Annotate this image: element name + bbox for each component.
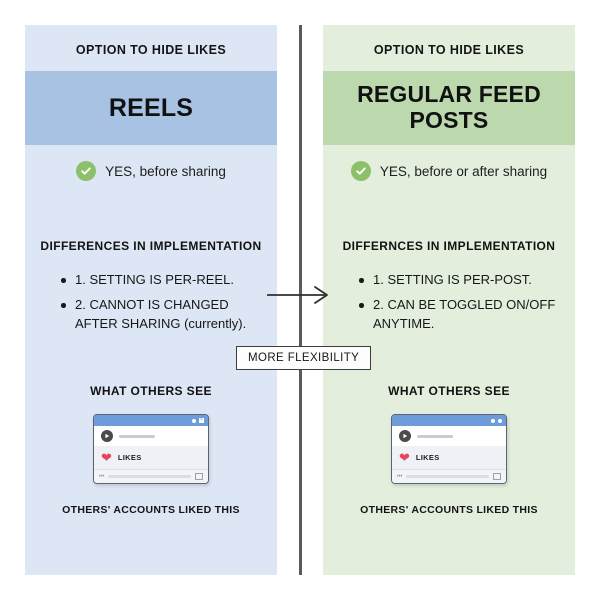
mock-window-wrap: ❤ LIKES ⏮: [323, 414, 575, 485]
likes-label: LIKES: [415, 453, 440, 463]
mock-window-wrap: × ❤ LIKES ⏮: [25, 414, 277, 485]
panel-regular-feed-posts: OPTION TO HIDE LIKES REGULAR FEED POSTS …: [323, 25, 575, 575]
check-circle-icon: [350, 161, 371, 181]
mock-progress-row: ⏮: [392, 469, 506, 484]
differences-list: 1. SETTING IS PER-REEL. 2. CANNOT IS CHA…: [25, 271, 277, 340]
availability-row: YES, before sharing: [76, 161, 226, 181]
panel-eyebrow: OPTION TO HIDE LIKES: [75, 43, 227, 57]
center-divider: [299, 25, 302, 575]
mock-progress-row: ⏮: [94, 469, 208, 484]
what-others-see-heading: WHAT OTHERS SEE: [90, 384, 212, 399]
panel-reels: OPTION TO HIDE LIKES REELS YES, before s…: [25, 25, 277, 575]
media-title-placeholder: [417, 435, 453, 438]
differences-heading: DIFFERENCES IN IMPLEMENTATION: [40, 239, 262, 253]
mock-titlebar: ×: [94, 415, 208, 427]
fullscreen-icon: [493, 473, 501, 481]
mock-window: ❤ LIKES ⏮: [391, 414, 507, 485]
mock-media-row: [392, 426, 506, 447]
more-flexibility-badge: MORE FLEXIBILITY: [236, 346, 372, 370]
list-item: 1. SETTING IS PER-POST.: [359, 271, 557, 289]
availability-row: YES, before or after sharing: [350, 161, 548, 181]
media-title-placeholder: [119, 435, 155, 438]
differences-heading: DIFFERNCES IN IMPLEMENTATION: [342, 239, 556, 253]
likes-label: LIKES: [117, 453, 142, 463]
panel-title: REELS: [108, 94, 194, 122]
panel-title-band: REGULAR FEED POSTS: [323, 71, 575, 145]
availability-label: YES, before sharing: [105, 163, 226, 179]
mock-caption: OTHERS' ACCOUNTS LIKED THIS: [62, 504, 240, 517]
progress-track: [406, 475, 489, 479]
mock-caption: OTHERS' ACCOUNTS LIKED THIS: [360, 504, 538, 517]
list-item: 2. CANNOT IS CHANGED AFTER SHARING (curr…: [61, 296, 259, 333]
list-item: 1. SETTING IS PER-REEL.: [61, 271, 259, 289]
mock-likes-row: ❤ LIKES: [392, 446, 506, 470]
panel-title-band: REELS: [25, 71, 277, 145]
fullscreen-icon: [195, 473, 203, 481]
availability-label: YES, before or after sharing: [379, 163, 548, 179]
progress-track: [108, 475, 191, 479]
skip-icon: ⏮: [99, 473, 105, 480]
panel-eyebrow: OPTION TO HIDE LIKES: [373, 43, 525, 57]
mock-titlebar: [392, 415, 506, 427]
play-icon: [101, 430, 113, 443]
what-others-see-heading: WHAT OTHERS SEE: [388, 384, 510, 399]
minimize-dot-icon: [192, 418, 196, 423]
maximize-dot-icon: [498, 418, 502, 423]
panel-title: REGULAR FEED POSTS: [357, 81, 541, 133]
heart-icon: ❤: [101, 450, 112, 466]
play-icon: [399, 430, 411, 443]
list-item: 2. CAN BE TOGGLED ON/OFF ANYTIME.: [359, 296, 557, 333]
arrow-right-icon: [265, 283, 335, 307]
close-icon: ×: [199, 417, 204, 424]
skip-icon: ⏮: [397, 473, 403, 480]
minimize-dot-icon: [491, 418, 495, 423]
mock-media-row: [94, 426, 208, 447]
heart-icon: ❤: [399, 450, 410, 466]
differences-list: 1. SETTING IS PER-POST. 2. CAN BE TOGGLE…: [323, 271, 575, 340]
mock-likes-row: ❤ LIKES: [94, 446, 208, 470]
check-circle-icon: [76, 161, 97, 181]
mock-window: × ❤ LIKES ⏮: [93, 414, 209, 485]
